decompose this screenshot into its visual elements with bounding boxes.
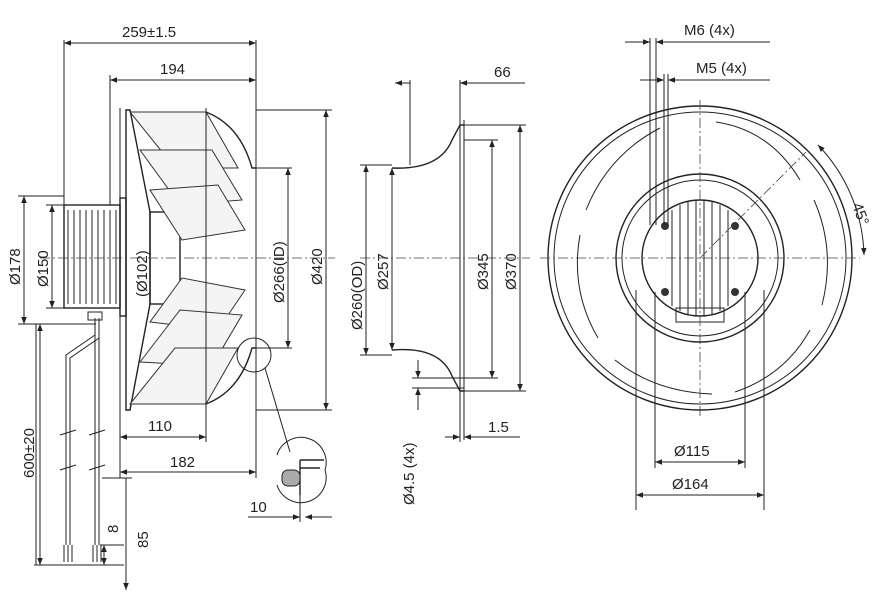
label-d-hub: (Ø102) (134, 250, 151, 297)
label-d-motor: Ø150 (35, 250, 52, 287)
inlet-shroud-top (205, 111, 256, 169)
label-angle: 45° (848, 201, 872, 228)
dim-motor: Ø150 (35, 204, 64, 309)
label-inlet-depth: 110 (148, 418, 172, 435)
label-detail-offset: 10 (250, 499, 267, 516)
label-bolt-outer: Ø164 (672, 476, 709, 493)
detail-marker-circle (236, 337, 272, 373)
label-d-inlet-id: Ø266(ID) (271, 241, 288, 303)
label-strip-length: 8 (105, 525, 122, 533)
label-d-outer-motor: Ø178 (7, 248, 24, 285)
detail-view (276, 436, 327, 504)
dim-outer-motor: Ø178 (7, 195, 96, 325)
label-cable-length: 600±20 (21, 428, 38, 478)
mount-hole-tr (731, 222, 739, 230)
dim-blade-outer: Ø420 (256, 109, 332, 411)
dim-ring-throat: Ø257 (375, 168, 395, 350)
dim-blade-depth: 182 (120, 410, 257, 478)
motor-fins (67, 210, 117, 304)
label-ring-throat: Ø257 (375, 253, 392, 290)
dim-ring-flange: Ø370 (464, 124, 526, 392)
label-lead-length: 85 (135, 531, 152, 548)
dim-strip-length: 8 (100, 525, 124, 565)
dim-ring-bolt-circle: Ø345 (464, 139, 498, 379)
backplate (125, 109, 151, 411)
dim-angle: 45° (817, 144, 872, 256)
mount-hole-br (731, 288, 739, 296)
dim-hub: (Ø102) (134, 250, 151, 297)
label-impeller-length: 194 (160, 61, 185, 78)
dim-impeller-length: 194 (109, 61, 256, 205)
dim-thread-m6: M6 (4x) (625, 22, 770, 225)
label-ring-od: Ø260(OD) (349, 261, 366, 330)
label-ring-bolt-circle: Ø345 (475, 253, 492, 290)
label-thread-m5: M5 (4x) (696, 60, 747, 77)
dim-inlet-depth: 110 (119, 410, 207, 478)
dim-bolt-inner: Ø115 (654, 292, 746, 468)
label-ring-flange: Ø370 (503, 253, 520, 290)
side-view: 259±1.5 194 Ø178 Ø150 (Ø102) Ø266(ID) (7, 24, 335, 590)
dim-cable-length: 600±20 (21, 324, 124, 566)
label-overall-length: 259±1.5 (122, 24, 176, 41)
dim-lead-length: 85 (102, 477, 152, 590)
inlet-ring-profile-top (391, 124, 464, 169)
mount-hole-tl (661, 222, 669, 230)
label-ring-holes: Ø4.5 (4x) (401, 442, 418, 505)
dim-ring-thickness: 1.5 (445, 391, 520, 442)
dim-ring-od: Ø260(OD) (349, 164, 392, 356)
dim-detail-offset: 10 (248, 495, 332, 522)
front-view: M6 (4x) M5 (4x) 45° Ø115 Ø164 (540, 22, 872, 510)
inlet-shroud-bottom (205, 347, 256, 405)
dim-inlet-id: Ø266(ID) (256, 167, 292, 349)
mount-hole-bl (661, 288, 669, 296)
cable-bundle (59, 311, 106, 562)
label-blade-depth: 182 (170, 454, 195, 471)
inlet-ring-profile-bottom (391, 348, 464, 392)
inlet-ring-view: 66 Ø260(OD) Ø257 Ø345 Ø370 (349, 64, 530, 505)
dim-ring-depth: 66 (395, 64, 525, 165)
label-d-blade-outer: Ø420 (309, 248, 326, 285)
dim-ring-holes: Ø4.5 (4x) (401, 360, 464, 505)
label-thread-m6: M6 (4x) (684, 22, 735, 39)
label-ring-depth: 66 (494, 64, 511, 81)
dim-bolt-outer: Ø164 (635, 290, 765, 510)
label-bolt-inner: Ø115 (674, 443, 710, 460)
dim-thread-m5: M5 (4x) (640, 60, 770, 225)
label-ring-thickness: 1.5 (488, 419, 509, 436)
dim-overall-length: 259±1.5 (63, 24, 257, 205)
